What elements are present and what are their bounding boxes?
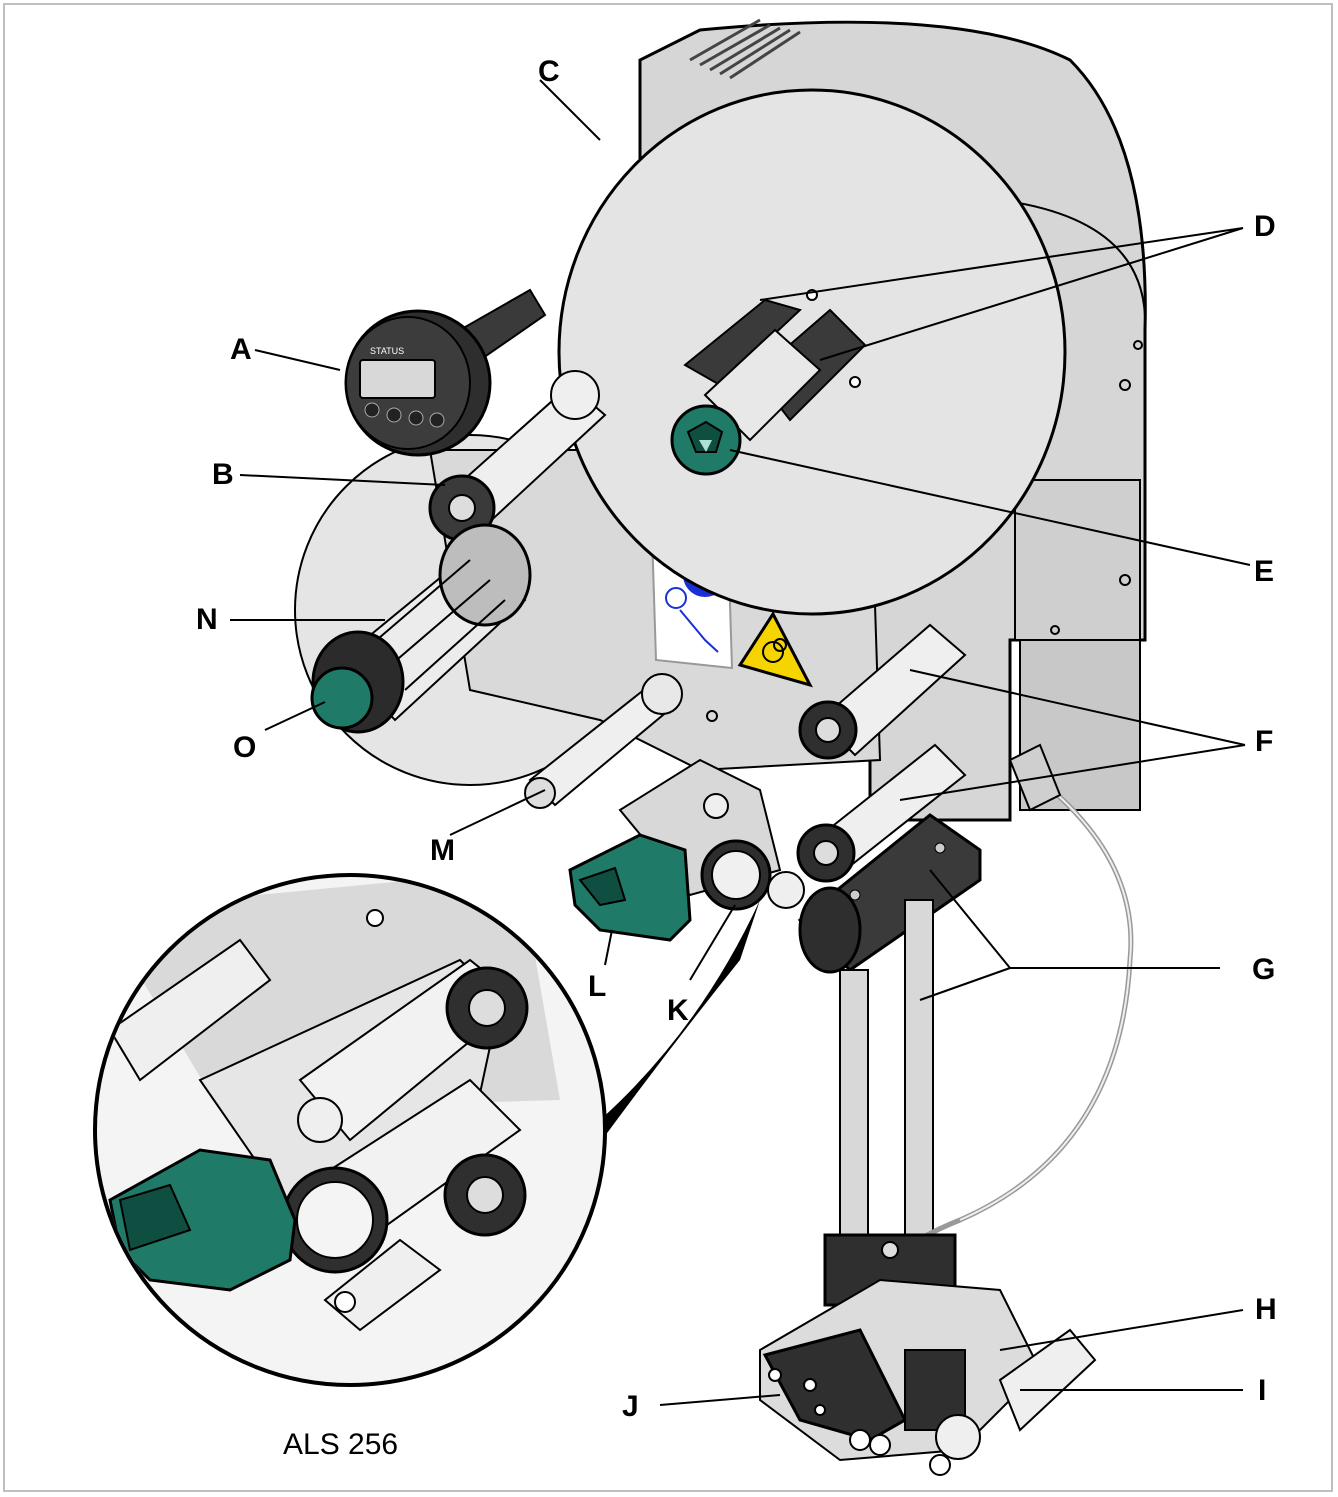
callout-f: F — [1255, 725, 1274, 758]
leader-lines — [230, 79, 1251, 1406]
roll-holder-knob[interactable] — [670, 404, 742, 476]
rewinder-knob[interactable] — [310, 630, 405, 734]
callout-k: K — [667, 994, 689, 1027]
figure-frame — [3, 3, 1333, 1492]
callout-d: D — [1254, 210, 1276, 243]
callout-e: E — [1254, 555, 1275, 588]
callout-n: N — [196, 603, 218, 636]
stand-block — [797, 813, 982, 974]
roll-holder — [683, 289, 867, 442]
dancer-arm-roller — [428, 370, 607, 542]
drive-roller — [618, 758, 805, 911]
detail-magnifier — [93, 873, 760, 1387]
callout-b: B — [212, 458, 234, 491]
dispensing-head — [759, 1233, 1097, 1476]
control-panel[interactable]: STATUS — [344, 288, 547, 457]
callout-o: O — [233, 731, 257, 764]
callout-j: J — [622, 1390, 639, 1423]
callout-h: H — [1255, 1293, 1277, 1326]
pressure-knob[interactable] — [568, 833, 692, 942]
deflection-rollers — [796, 623, 967, 883]
callout-i: I — [1258, 1374, 1267, 1407]
peel-roller — [998, 1328, 1097, 1432]
callout-c: C — [538, 55, 560, 88]
detail-caption: ALS 256 — [283, 1428, 399, 1461]
callout-m: M — [430, 834, 455, 867]
warning-triangle — [737, 611, 813, 688]
callout-g: G — [1252, 953, 1276, 986]
display-screen — [359, 359, 436, 399]
callout-l: L — [588, 970, 607, 1003]
status-text: STATUS — [370, 346, 404, 356]
callout-a: A — [230, 333, 252, 366]
